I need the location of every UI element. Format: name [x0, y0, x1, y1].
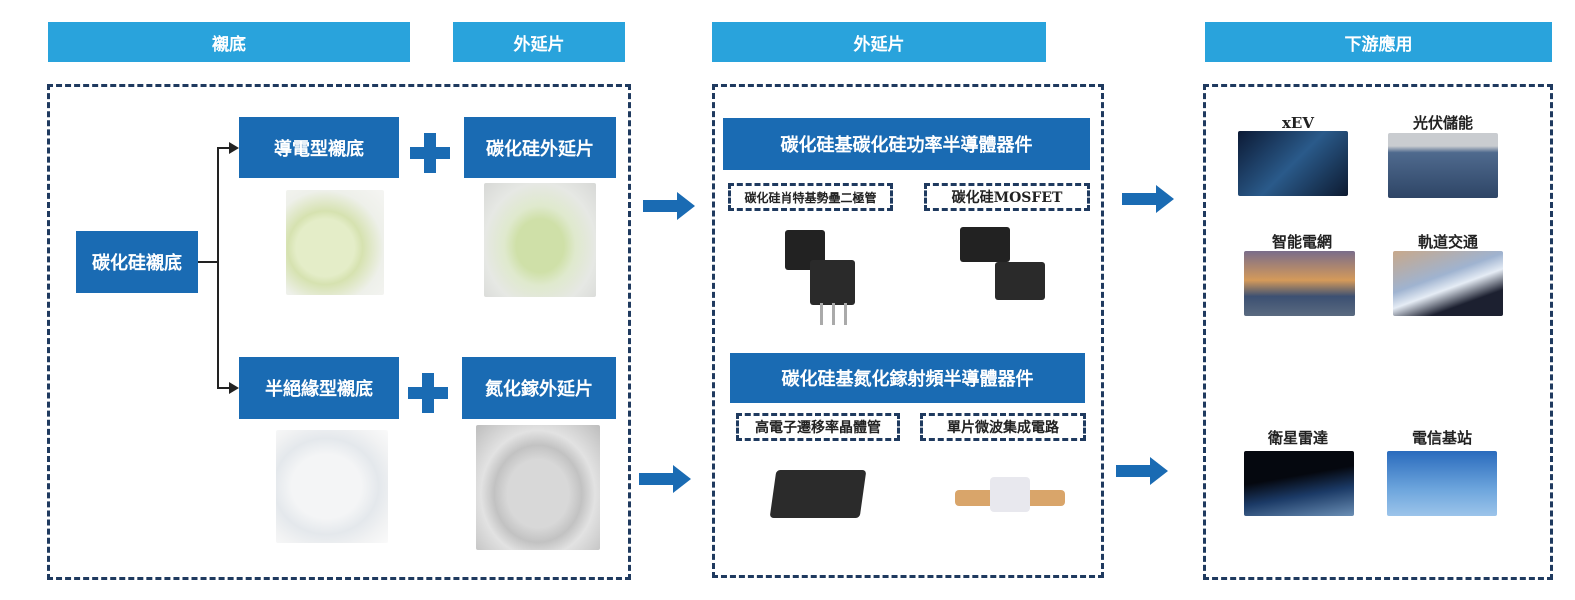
semi-insulating-substrate-box: 半絕緣型襯底 [239, 357, 399, 419]
sic-epi-wafer-image [484, 183, 596, 297]
arrowhead-icon [229, 382, 239, 394]
device-panel [712, 84, 1104, 578]
conductive-substrate-box: 導電型襯底 [239, 117, 399, 178]
app-label-rail-transit: 軌道交通 [1417, 233, 1478, 251]
sic-substrate-box: 碳化硅襯底 [76, 231, 198, 293]
mosfet-label: 碳化硅MOSFET [924, 183, 1090, 211]
app-label-smart-grid: 智能電網 [1271, 233, 1332, 251]
sbd-label: 碳化硅肖特基勢壘二極管 [728, 183, 893, 211]
mmic-label: 單片微波集成電路 [920, 413, 1086, 441]
rail-transit-image [1393, 251, 1503, 316]
gan-epi-wafer-image [476, 425, 600, 550]
header-epi-mid: 外延片 [712, 22, 1046, 62]
conductive-wafer-image [286, 190, 384, 295]
connector-line [217, 387, 231, 389]
sic-epi-box: 碳化硅外延片 [464, 117, 616, 178]
hemt-label: 高電子遷移率晶體管 [736, 413, 900, 441]
arrow-right-icon [639, 465, 691, 493]
plus-icon [408, 373, 448, 413]
pv-storage-image [1388, 133, 1498, 198]
gan-epi-box: 氮化鎵外延片 [462, 357, 616, 419]
app-label-pv-storage: 光伏儲能 [1412, 114, 1473, 132]
rf-device-title: 碳化硅基氮化鎵射頻半導體器件 [730, 353, 1085, 403]
smart-grid-image [1244, 251, 1355, 316]
semi-insulating-wafer-image [276, 430, 388, 543]
arrow-right-icon [643, 192, 695, 220]
xev-image [1238, 131, 1348, 196]
substrate-panel [47, 84, 631, 580]
sbd-package-image [760, 225, 870, 325]
connector-line [217, 148, 219, 388]
mosfet-package-image [950, 222, 1060, 312]
mmic-chip-image [955, 472, 1065, 522]
app-label-satellite-radar: 衛星雷達 [1267, 429, 1328, 447]
telecom-base-station-image [1387, 451, 1497, 516]
arrowhead-icon [229, 142, 239, 154]
connector-line [198, 261, 218, 263]
power-device-title: 碳化硅基碳化硅功率半導體器件 [723, 118, 1090, 170]
satellite-radar-image [1244, 451, 1354, 516]
header-epi-left: 外延片 [453, 22, 625, 62]
plus-icon [410, 133, 450, 173]
connector-line [217, 147, 231, 149]
application-panel [1203, 84, 1553, 580]
hemt-chip-image [769, 470, 867, 518]
arrow-right-icon [1122, 185, 1174, 213]
header-downstream: 下游應用 [1205, 22, 1552, 62]
app-label-xev: xEV [1281, 114, 1314, 132]
header-substrate: 襯底 [48, 22, 410, 62]
app-label-telecom-base-station: 電信基站 [1411, 429, 1472, 447]
arrow-right-icon [1116, 457, 1168, 485]
